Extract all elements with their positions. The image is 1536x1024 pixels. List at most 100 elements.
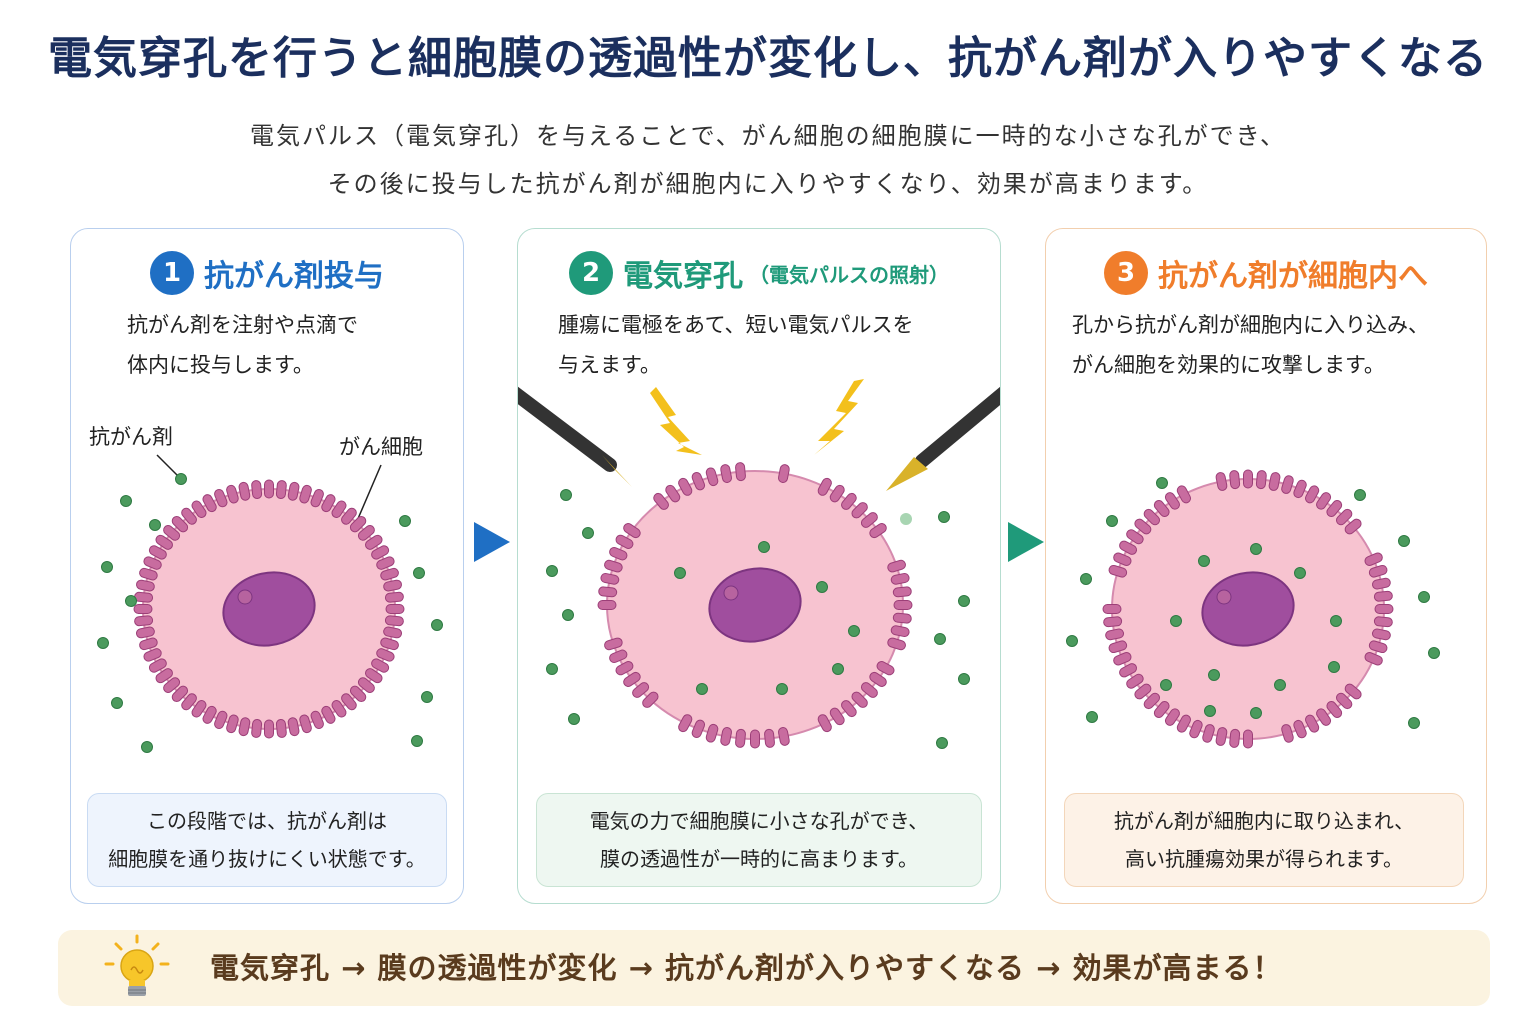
drug-particle [1080, 573, 1092, 585]
membrane-segment [264, 719, 274, 739]
drug-particle [1328, 661, 1340, 673]
step-1-note-line-1: この段階では、抗がん剤は [147, 809, 387, 833]
membrane-segment [380, 567, 399, 581]
drug-particle [1066, 635, 1078, 647]
drug-particle [816, 581, 828, 593]
drug-particles-mixed [546, 489, 970, 749]
membrane-segment [1113, 652, 1132, 666]
membrane-segment [1143, 508, 1161, 526]
membrane-segment [851, 691, 868, 708]
membrane-segment [202, 705, 217, 724]
membrane-segment [597, 600, 617, 610]
drug-particle [125, 595, 137, 607]
membrane-segment [1335, 508, 1353, 526]
membrane-segment [251, 480, 263, 500]
membrane-segment [720, 727, 733, 746]
membrane-segment [887, 559, 906, 573]
membrane-segment [841, 700, 857, 718]
membrane-segment [678, 714, 693, 733]
drug-particle [758, 541, 770, 553]
membrane-segment [1229, 470, 1241, 490]
drug-particle [1106, 515, 1118, 527]
membrane-segment [371, 658, 390, 673]
membrane-segment [720, 464, 733, 483]
membrane-segment [1326, 701, 1343, 718]
step-1-desc-line-1: 抗がん剤を注射や点滴で [127, 313, 358, 337]
membrane-segment [1202, 724, 1215, 743]
membrane-segment [1243, 729, 1253, 749]
drug-particle [1398, 535, 1410, 547]
membrane-segment [148, 545, 167, 560]
drug-particle [546, 565, 558, 577]
membrane-segment [191, 700, 207, 718]
step-2-desc-line-1: 腫瘍に電極をあて、短い電気パルスを [558, 313, 914, 337]
page-subtitle: 電気パルス（電気穿孔）を与えることで、がん細胞の細胞膜に一時的な小さな孔ができ、… [0, 112, 1536, 208]
membrane-segment [310, 710, 324, 730]
drug-particle [696, 683, 708, 695]
drug-particle [1294, 567, 1306, 579]
drug-particle [149, 519, 161, 531]
membrane-segment [1344, 518, 1362, 535]
membrane-segment [609, 649, 628, 664]
membrane-segment [1215, 727, 1228, 746]
drug-particle [1330, 615, 1342, 627]
membrane-segment [1189, 719, 1203, 739]
drug-particle [958, 595, 970, 607]
membrane-segment [1153, 500, 1170, 517]
membrane-segment [1126, 529, 1144, 545]
membrane-segment [383, 626, 402, 639]
membrane-segment [384, 591, 404, 603]
membrane-segment [1304, 714, 1320, 733]
membrane-segment [171, 515, 189, 533]
membrane-segment [887, 637, 906, 651]
drug-particles-inside [1066, 477, 1440, 729]
membrane-segment [890, 625, 910, 638]
membrane-segment [376, 648, 395, 662]
membrane-segment [226, 484, 239, 504]
membrane-segment [1364, 552, 1383, 566]
drug-particle [1408, 717, 1420, 729]
drug-particle [431, 619, 443, 631]
drug-particle [582, 527, 594, 539]
membrane-segment [371, 545, 390, 560]
step-2-heading: 電気穿孔 [623, 259, 743, 294]
membrane-segment [299, 484, 312, 504]
step-3-note-line-1: 抗がん剤が細胞内に取り込まれ、 [1113, 809, 1415, 833]
step-3-description: 孔から抗がん剤が細胞内に入り込み、 がん細胞を効果的に攻撃します。 [1072, 305, 1429, 385]
membrane-segment [264, 479, 274, 499]
drug-particle [776, 683, 788, 695]
membrane-segment [764, 728, 775, 748]
summary-text: 電気穿孔 → 膜の透過性が変化 → 抗がん剤が入りやすくなる → 効果が高まる！ [210, 951, 1283, 985]
membrane-segment [331, 700, 347, 718]
step-1-number-badge: 1 [150, 251, 194, 295]
drug-particle [1198, 555, 1210, 567]
membrane-segment [817, 477, 832, 496]
subtitle-line-1: 電気パルス（電気穿孔）を与えることで、がん細胞の細胞膜に一時的な小さな孔ができ、 [250, 122, 1286, 150]
drug-leader-line [156, 454, 180, 478]
membrane-segment [349, 515, 367, 533]
membrane-segment [1326, 500, 1343, 517]
membrane-segment [642, 691, 659, 708]
step-3-note: 抗がん剤が細胞内に取り込まれ、 高い抗腫瘍効果が得られます。 [1064, 793, 1464, 887]
drug-particle [1086, 711, 1098, 723]
step-2-desc-line-2: 与えます。 [558, 353, 661, 377]
membrane-segment [1102, 604, 1122, 614]
membrane-segment [155, 534, 173, 550]
membrane-segment [623, 523, 641, 539]
step-3-desc-line-2: がん細胞を効果的に攻撃します。 [1072, 353, 1385, 377]
drug-particle [175, 473, 187, 485]
membrane-segment [1113, 552, 1132, 566]
drug-particle [560, 489, 572, 501]
membrane-segment [841, 492, 857, 510]
membrane-segment [892, 612, 912, 624]
membrane-segment [829, 484, 845, 503]
step-2-description: 腫瘍に電極をあて、短い電気パルスを 与えます。 [558, 305, 914, 385]
membrane-segment [691, 719, 706, 738]
drug-particles-outside [97, 473, 443, 753]
step-1-desc-line-2: 体内に投与します。 [127, 353, 314, 377]
step-2-note: 電気の力で細胞膜に小さな孔ができ、 膜の透過性が一時的に高まります。 [536, 793, 982, 887]
